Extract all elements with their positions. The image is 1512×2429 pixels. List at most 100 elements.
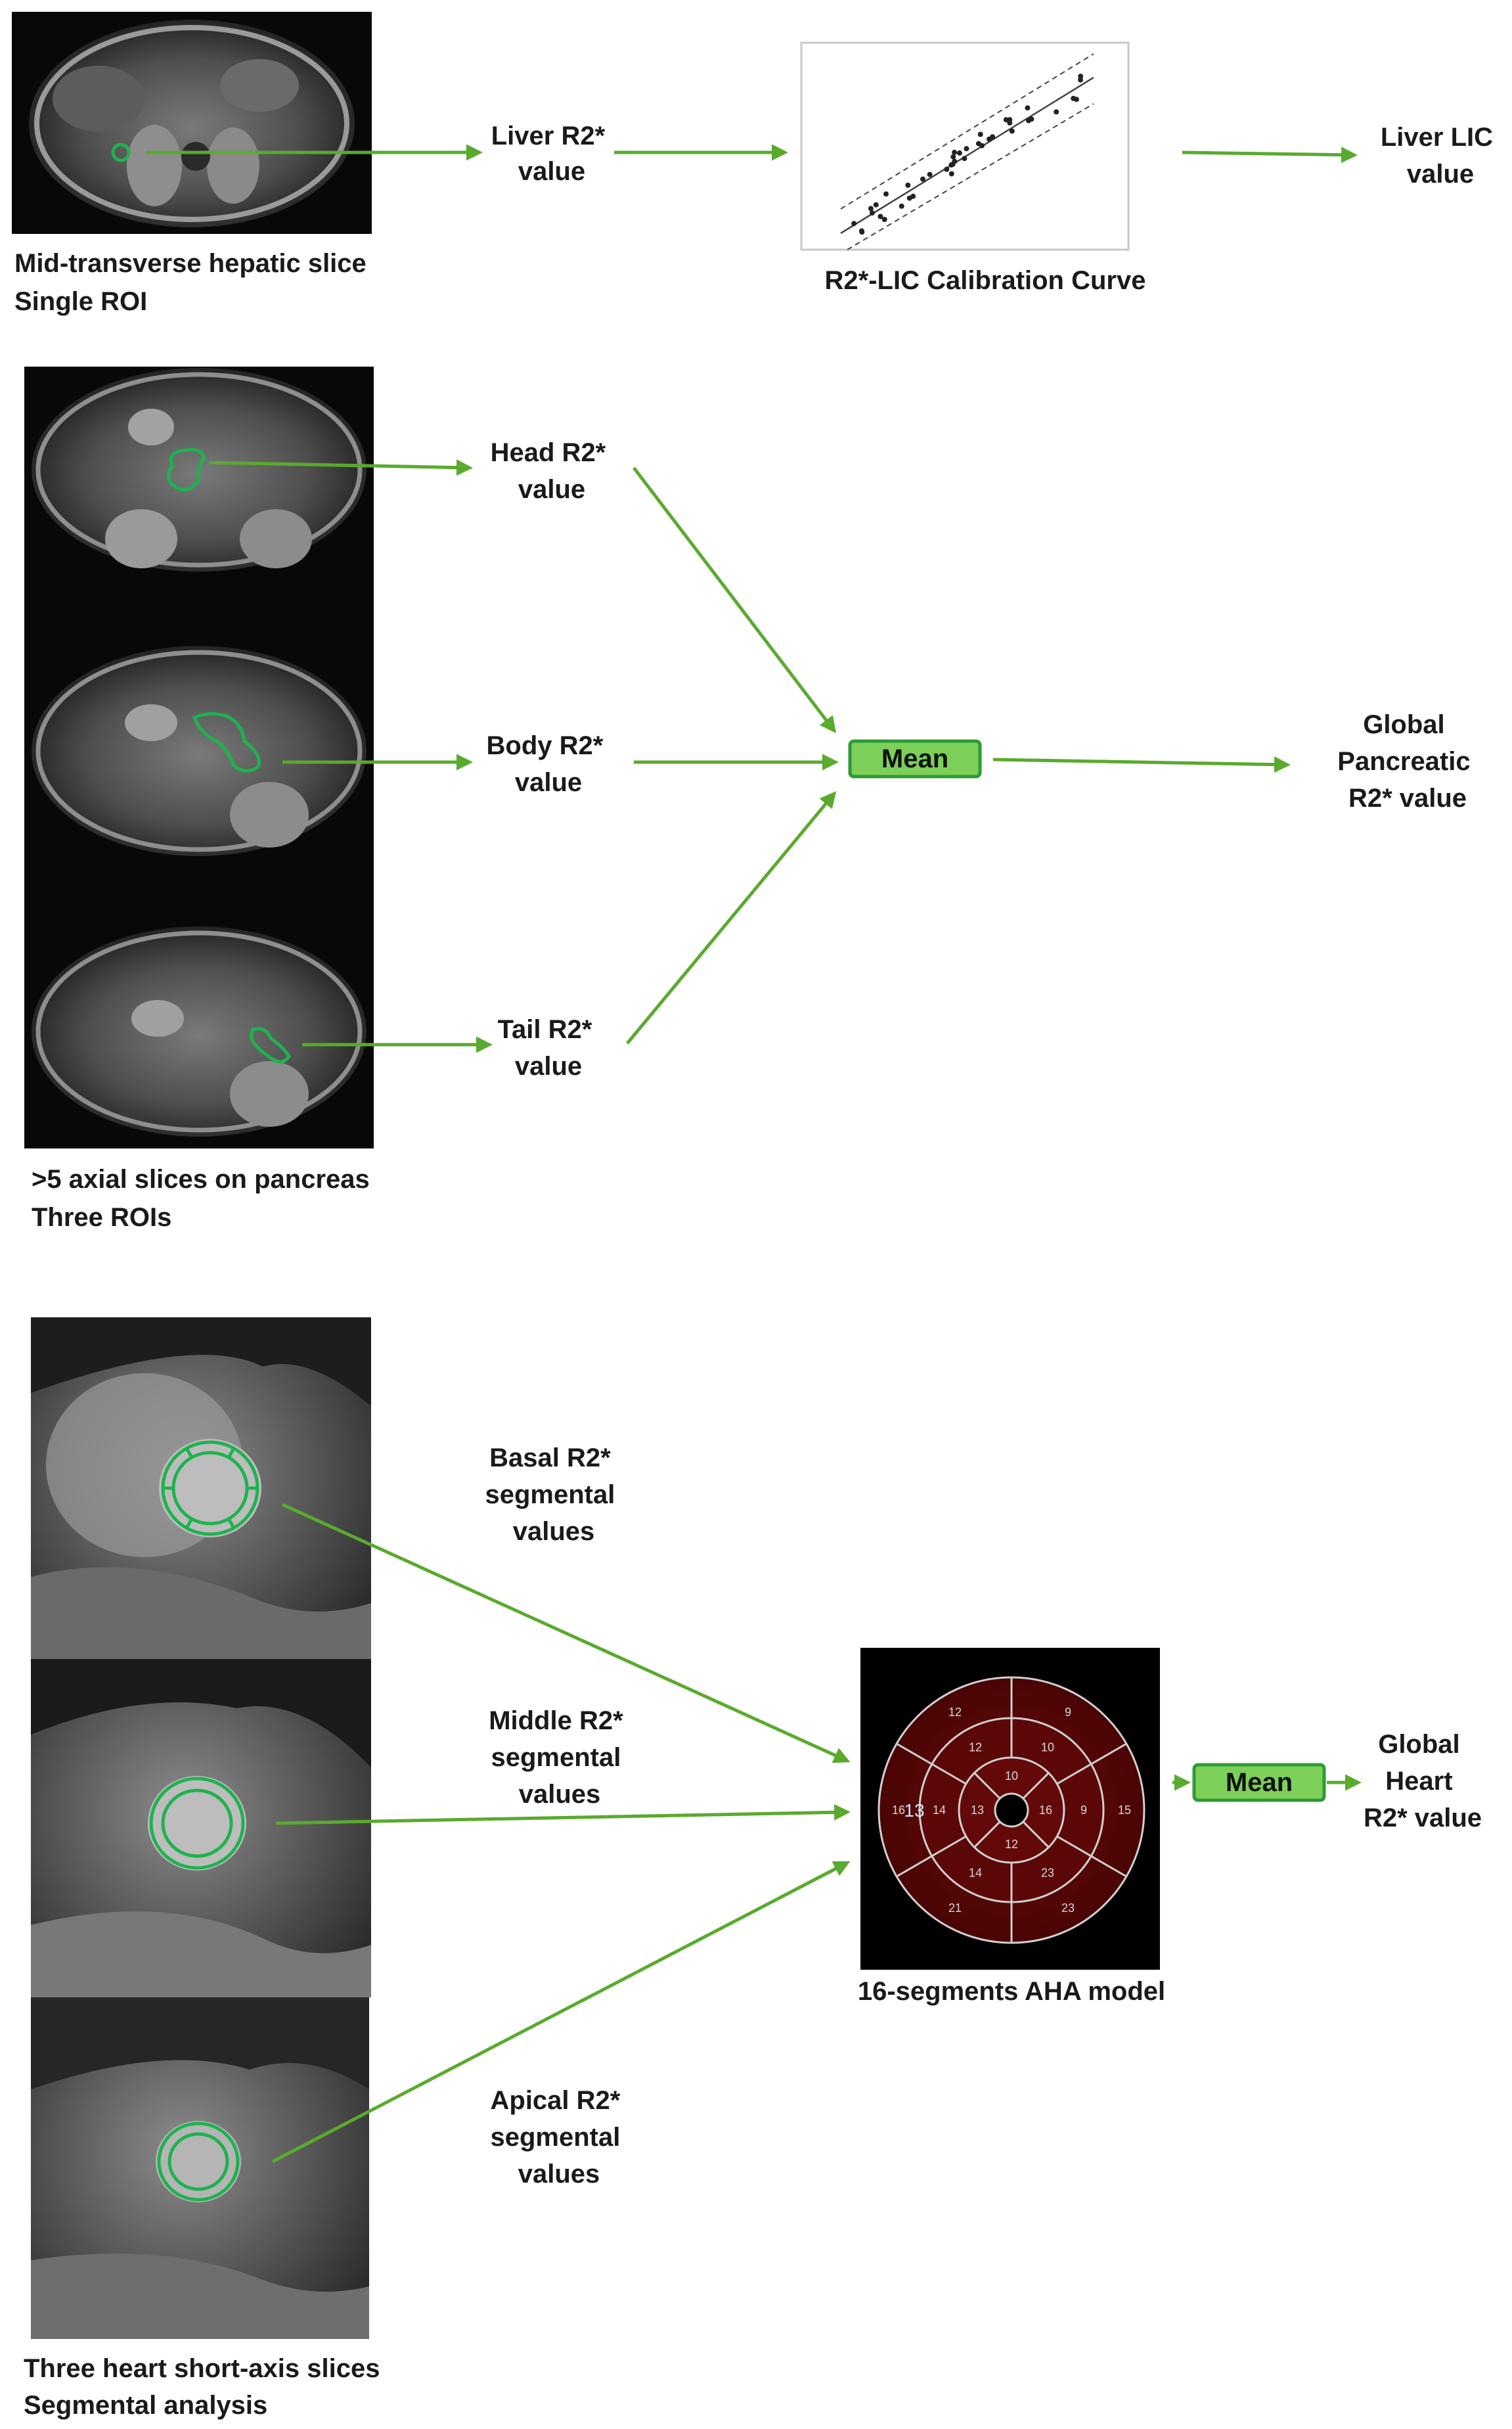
calibration-point xyxy=(1071,95,1077,101)
body-r2-label: Body R2* value xyxy=(487,731,611,797)
calibration-point xyxy=(1026,118,1031,124)
heart-slice-basal xyxy=(31,1317,371,1659)
pancreas-slice-body xyxy=(32,646,367,856)
bullseye-segment-label: 23 xyxy=(1041,1866,1054,1879)
bullseye-segment-label: 23 xyxy=(1061,1901,1075,1915)
arrow-head-roi xyxy=(208,459,473,476)
pancreas-head-roi xyxy=(166,448,206,491)
bullseye-segment-label: 16 xyxy=(1039,1804,1052,1817)
calibration-point xyxy=(975,141,981,147)
bullseye-divider xyxy=(973,1772,1001,1800)
pancreas-body-roi xyxy=(192,712,261,773)
aha-model-caption: 16-segments AHA model xyxy=(858,1977,1165,2006)
bullseye-divider xyxy=(1022,1821,1050,1848)
bullseye-segment-label: 10 xyxy=(1005,1769,1018,1782)
bullseye-segment-label: 21 xyxy=(948,1901,962,1915)
calibration-point xyxy=(952,149,958,155)
calibration-point xyxy=(859,229,865,235)
global-heart-label: Global Heart R2* value xyxy=(1364,1730,1482,1832)
arrow-mean-to-global-pancreas xyxy=(992,756,1291,773)
calibration-point xyxy=(883,191,889,197)
calibration-point xyxy=(851,221,857,227)
roi-spoke xyxy=(227,1518,236,1529)
bullseye-dividers xyxy=(896,1677,1127,1943)
tail-r2-label: Tail R2* value xyxy=(498,1015,600,1081)
bullseye-highlight-label: 13 xyxy=(904,1800,924,1821)
calibration-point xyxy=(1007,120,1013,125)
pancreas-caption: >5 axial slices on pancreas Three ROIs xyxy=(32,1165,377,1232)
calibration-curve-plot xyxy=(800,41,1130,251)
calibration-point xyxy=(899,203,904,209)
calibration-curve-caption: R2*-LIC Calibration Curve xyxy=(825,266,1146,295)
liver-r2-label: Liver R2* value xyxy=(491,122,613,186)
arrow-basal-to-model xyxy=(281,1503,851,1763)
arrow-tail-to-mean xyxy=(626,791,837,1045)
calibration-point xyxy=(869,210,875,216)
calibration-point xyxy=(977,131,983,137)
pancreas-tail-roi xyxy=(250,1027,291,1064)
bullseye-segment-label: 13 xyxy=(971,1804,984,1817)
calibration-points xyxy=(851,74,1084,235)
basal-r2-label: Basal R2* segmental values xyxy=(485,1443,623,1546)
liver-roi-marker xyxy=(111,143,131,162)
arrow-middle-to-model xyxy=(275,1804,851,1825)
calibration-point xyxy=(1025,105,1031,111)
global-pancreatic-label: Global Pancreatic R2* value xyxy=(1337,710,1477,813)
calibration-point xyxy=(906,195,912,201)
bullseye-divider xyxy=(1056,1742,1127,1785)
heart-caption: Three heart short-axis slices Segmental … xyxy=(24,2354,388,2420)
middle-r2-label: Middle R2* segmental values xyxy=(489,1706,631,1809)
heart-mean-box: Mean xyxy=(1192,1763,1326,1802)
roi-spoke xyxy=(185,1518,194,1529)
bullseye-divider xyxy=(973,1821,1001,1848)
calibration-point xyxy=(962,156,967,162)
calibration-point xyxy=(1078,77,1083,83)
pancreas-mri-stack xyxy=(24,367,374,1148)
calibration-point xyxy=(964,146,969,152)
bullseye-segment-label: 14 xyxy=(933,1804,946,1817)
bullseye-divider xyxy=(1056,1835,1127,1878)
calibration-point xyxy=(868,206,874,212)
calibration-point xyxy=(944,166,950,172)
head-r2-label: Head R2* value xyxy=(491,438,613,504)
pancreas-slice-tail xyxy=(32,926,367,1137)
bullseye-divider xyxy=(1022,1772,1050,1800)
calibration-point xyxy=(956,150,962,156)
apical-r2-label: Apical R2* segmental values xyxy=(491,2086,628,2189)
calibration-point xyxy=(948,171,954,177)
calibration-point xyxy=(948,162,954,168)
bullseye-segment-label: 9 xyxy=(1080,1804,1087,1817)
bullseye-divider xyxy=(896,1742,967,1785)
calibration-upper-band xyxy=(840,53,1094,210)
calibration-point xyxy=(881,217,887,222)
roi-spoke xyxy=(227,1447,236,1459)
calibration-point xyxy=(927,171,933,177)
calibration-point xyxy=(990,134,996,140)
bullseye-segment-label: 12 xyxy=(948,1706,962,1719)
bullseye-segment-label: 12 xyxy=(969,1741,982,1754)
calibration-point xyxy=(920,176,925,182)
liver-mri-image xyxy=(12,12,372,234)
bullseye-segment-label: 10 xyxy=(1041,1741,1054,1754)
pancreas-slice-head xyxy=(32,368,367,572)
calibration-point xyxy=(1009,128,1015,134)
calibration-point xyxy=(878,214,883,219)
calibration-fit-line xyxy=(840,76,1094,235)
heart-slice-middle xyxy=(31,1659,371,1997)
roi-spoke xyxy=(185,1447,194,1459)
arrow-apical-to-model xyxy=(271,1861,851,2164)
calibration-point xyxy=(1054,109,1059,115)
calibration-lower-band xyxy=(847,103,1094,250)
bullseye-divider xyxy=(896,1835,967,1878)
liver-image-caption: Mid-transverse hepatic slice Single ROI xyxy=(14,249,374,316)
calibration-point xyxy=(873,202,879,208)
calibration-point xyxy=(952,158,958,164)
bullseye-segment-label: 14 xyxy=(969,1866,982,1879)
arrow-curve-to-lic xyxy=(1182,147,1358,164)
heart-mri-stack xyxy=(31,1317,371,2339)
basal-roi-spokes xyxy=(163,1447,257,1529)
bullseye-segment-label: 9 xyxy=(1065,1706,1071,1719)
